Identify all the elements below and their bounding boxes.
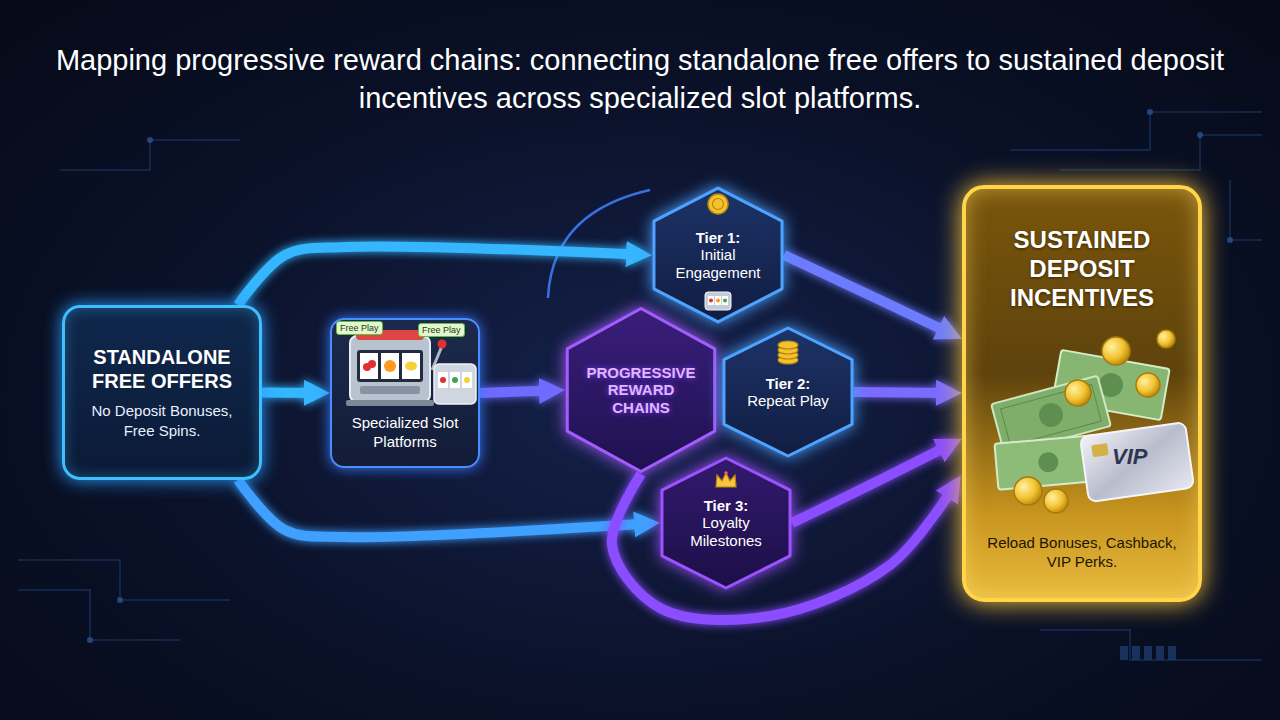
hub-label: PROGRESSIVE REWARD CHAINS bbox=[583, 364, 699, 416]
flow-arrow bbox=[784, 255, 950, 333]
flow-arrow bbox=[238, 246, 639, 305]
coin-icon bbox=[706, 192, 730, 216]
tier-hexagon: Tier 1:Initial Engagement bbox=[652, 186, 784, 324]
crown-icon bbox=[714, 470, 738, 490]
tier-heading: Tier 2: bbox=[766, 375, 811, 392]
tier-body: Loyalty Milestones bbox=[678, 514, 774, 549]
target-panel: SUSTAINED DEPOSIT INCENTIVES Reload Bonus… bbox=[962, 185, 1202, 602]
box-heading: STANDALONE FREE OFFERS bbox=[81, 345, 243, 393]
title-area: Mapping progressive reward chains: conne… bbox=[40, 42, 1240, 117]
box-caption: Specialized Slot Platforms bbox=[340, 414, 470, 452]
card-label: VIP bbox=[1112, 444, 1147, 470]
panel-heading: SUSTAINED DEPOSIT INCENTIVES bbox=[982, 225, 1182, 313]
diagram-title: Mapping progressive reward chains: conne… bbox=[40, 42, 1240, 117]
play-tag: Free Play bbox=[418, 323, 465, 337]
panel-body: Reload Bonuses, Cashback, VIP Perks. bbox=[982, 533, 1182, 572]
flow-arrow bbox=[238, 480, 647, 537]
flow-arrow bbox=[854, 387, 949, 398]
flow-arrow bbox=[480, 390, 552, 393]
slot-icon bbox=[704, 290, 732, 312]
hub-hexagon: PROGRESSIVE REWARD CHAINS bbox=[565, 306, 717, 474]
source-box: STANDALONE FREE OFFERS No Deposit Bonuses… bbox=[62, 305, 262, 480]
tier-hexagon: Tier 2:Repeat Play bbox=[722, 326, 854, 458]
tier-heading: Tier 1: bbox=[696, 229, 741, 246]
play-tag: Free Play bbox=[336, 321, 383, 335]
flow-arrow bbox=[792, 445, 950, 523]
tier-heading: Tier 3: bbox=[704, 497, 749, 514]
tier-hexagon: Tier 3:Loyalty Milestones bbox=[660, 456, 792, 590]
tier-body: Repeat Play bbox=[747, 392, 829, 409]
box-body: No Deposit Bonuses, Free Spins. bbox=[81, 401, 243, 440]
coin-stack-icon bbox=[774, 338, 802, 366]
tier-body: Initial Engagement bbox=[670, 246, 766, 281]
flow-arrow bbox=[262, 388, 317, 398]
platform-box: Specialized Slot Platforms Free Play Free … bbox=[330, 318, 480, 468]
